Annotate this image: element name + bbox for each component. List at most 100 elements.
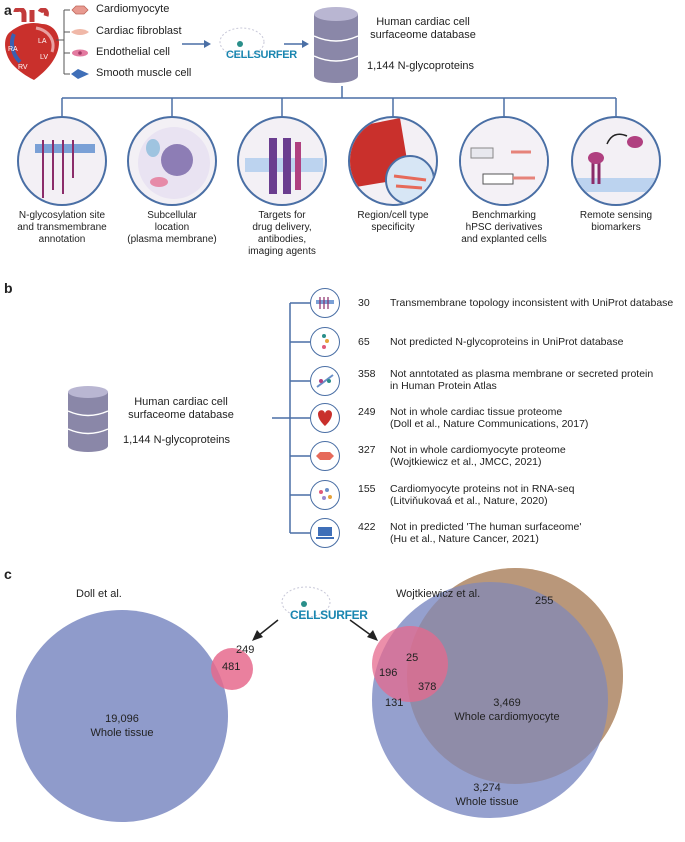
- caption-subcellular-line3: (plasma membrane): [127, 234, 217, 245]
- caption-region-line1: Region/cell type: [357, 210, 429, 221]
- panel-b-label: b: [4, 280, 13, 296]
- left-overlap: 481: [222, 661, 241, 673]
- row-7-count: 422: [358, 521, 376, 533]
- caption-biomarkers-line1: Remote sensing: [579, 210, 653, 221]
- endothelial-cell-icon: [70, 47, 90, 59]
- cellsurfer-logo: CELLSURFER: [212, 22, 297, 66]
- left-tissue-only: 19,096: [105, 713, 139, 725]
- right-cellsurfer-only: 196: [379, 667, 398, 679]
- right-cellsurfer-all: 378: [418, 681, 437, 693]
- right-cm-only: 255: [535, 595, 554, 607]
- row-5-text: Not in whole cardiomyocyte proteome (Woj…: [390, 444, 685, 468]
- cardiomyocyte-icon: [70, 4, 90, 16]
- heart-label-lv: LV: [40, 54, 49, 61]
- database-icon-b: [66, 384, 110, 454]
- panel-a-label: a: [4, 2, 12, 18]
- glycoprotein-icon: [310, 327, 340, 357]
- row-1-count: 30: [358, 297, 370, 309]
- left-only-cellsurfer: 249: [236, 644, 255, 656]
- row-2-count: 65: [358, 336, 370, 348]
- row-6-count: 155: [358, 483, 376, 495]
- database-title-line1: Human cardiac cell: [376, 16, 470, 28]
- left-venn-title: Doll et al.: [76, 588, 122, 600]
- row-4-text: Not in whole cardiac tissue proteome (Do…: [390, 406, 685, 430]
- caption-biomarkers: Remote sensing biomarkers: [556, 210, 676, 234]
- row-3-count: 358: [358, 368, 376, 380]
- drug-delivery-targets-illustration: [237, 116, 327, 206]
- row-7-line1: Not in predicted 'The human surfaceome': [390, 521, 582, 533]
- database-title: Human cardiac cell surfaceome database: [360, 16, 486, 42]
- right-cellsurfer-tissue: 131: [385, 697, 404, 709]
- caption-benchmarking-line2: hPSC derivatives: [465, 222, 543, 233]
- database-icon: [312, 6, 360, 84]
- left-tissue-label: Whole tissue: [90, 727, 154, 739]
- caption-drug-targets-line2: drug delivery,: [252, 222, 312, 233]
- remote-sensing-biomarkers-illustration: [571, 116, 661, 206]
- row-2-text: Not predicted N-glycoproteins in UniProt…: [390, 336, 685, 348]
- caption-drug-targets: Targets for drug delivery, antibodies, i…: [222, 210, 342, 258]
- row-7-text: Not in predicted 'The human surfaceome' …: [390, 521, 685, 545]
- row-3-line1: Not anntotated as plasma membrane or sec…: [390, 368, 654, 380]
- row-6-text: Cardiomyocyte proteins not in RNA-seq (L…: [390, 483, 685, 507]
- row-2-line1: Not predicted N-glycoproteins in UniProt…: [390, 336, 624, 348]
- subcellular-location-illustration: [127, 116, 217, 206]
- right-venn-title: Wojtkiewicz et al.: [396, 588, 481, 600]
- caption-region-line2: specificity: [371, 222, 415, 233]
- rna-seq-icon: [310, 480, 340, 510]
- right-tissue-label: Whole tissue: [455, 796, 519, 808]
- heart-label-ra: RA: [8, 46, 18, 53]
- cellsurfer-logo-c: CELLSURFER: [274, 582, 368, 626]
- right-cm-label: Whole cardiomyocyte: [454, 711, 560, 723]
- caption-drug-targets-line4: imaging agents: [248, 246, 316, 257]
- cardiomyocyte-row-icon: [310, 441, 340, 471]
- database-b-title-line1: Human cardiac cell: [134, 396, 228, 408]
- caption-subcellular-line2: location: [154, 222, 190, 233]
- benchmarking-illustration: [459, 116, 549, 206]
- caption-benchmarking-line3: and explanted cells: [461, 234, 547, 245]
- heart-label-rv: RV: [18, 64, 28, 71]
- cell-type-endothelial: Endothelial cell: [96, 46, 170, 58]
- database-b-title: Human cardiac cell surfaceome database: [116, 396, 246, 422]
- caption-region: Region/cell type specificity: [333, 210, 453, 234]
- heart-illustration: RA LA LV RV: [2, 8, 62, 80]
- right-tissue-only: 3,274: [473, 782, 501, 794]
- cell-type-cardiomyocyte: Cardiomyocyte: [96, 3, 170, 15]
- row-4-line2: (Doll et al., Nature Communications, 201…: [390, 418, 589, 430]
- topology-icon: [310, 288, 340, 318]
- row-1-text: Transmembrane topology inconsistent with…: [390, 297, 685, 309]
- caption-subcellular-line1: Subcellular: [147, 210, 197, 221]
- caption-transmembrane-line2: and transmembrane: [17, 222, 107, 233]
- caption-transmembrane: N-glycosylation site and transmembrane a…: [2, 210, 122, 246]
- row-1-line1: Transmembrane topology inconsistent with…: [390, 297, 674, 309]
- database-b-count: 1,144 N-glycoproteins: [123, 434, 231, 446]
- caption-subcellular: Subcellular location (plasma membrane): [112, 210, 232, 246]
- row-4-count: 249: [358, 406, 376, 418]
- caption-drug-targets-line3: antibodies,: [257, 234, 307, 245]
- caption-biomarkers-line2: biomarkers: [591, 222, 641, 233]
- cellsurfer-logo-c-text: CELLSURFER: [290, 608, 368, 622]
- row-3-text: Not anntotated as plasma membrane or sec…: [390, 368, 685, 392]
- database-title-line2: surfaceome database: [370, 29, 476, 41]
- caption-transmembrane-line1: N-glycosylation site: [18, 210, 106, 221]
- row-7-line2: (Hu et al., Nature Cancer, 2021): [390, 533, 539, 545]
- row-6-line2: (Litviňukovaá et al., Nature, 2020): [390, 495, 548, 507]
- caption-benchmarking: Benchmarking hPSC derivatives and explan…: [444, 210, 564, 246]
- row-5-line1: Not in whole cardiomyocyte proteome: [390, 444, 566, 456]
- database-b-title-line2: surfaceome database: [128, 409, 234, 421]
- caption-benchmarking-line1: Benchmarking: [472, 210, 536, 221]
- cell-type-smooth-muscle: Smooth muscle cell: [96, 67, 192, 79]
- heart-label-la: LA: [38, 38, 47, 45]
- caption-drug-targets-line1: Targets for: [258, 210, 306, 221]
- right-cm-tissue: 3,469: [493, 697, 521, 709]
- right-cellsurfer-cm: 25: [406, 652, 419, 664]
- protein-atlas-icon: [310, 366, 340, 396]
- fibroblast-icon: [70, 26, 90, 38]
- row-3-line2: in Human Protein Atlas: [390, 380, 497, 392]
- laptop-icon: [310, 518, 340, 548]
- row-4-line1: Not in whole cardiac tissue proteome: [390, 406, 563, 418]
- cellsurfer-logo-text: CELLSURFER: [226, 49, 297, 61]
- cardiac-tissue-icon: [310, 403, 340, 433]
- row-6-line1: Cardiomyocyte proteins not in RNA-seq: [390, 483, 575, 495]
- transmembrane-annotation-illustration: [17, 116, 107, 206]
- row-5-line2: (Wojtkiewicz et al., JMCC, 2021): [390, 456, 542, 468]
